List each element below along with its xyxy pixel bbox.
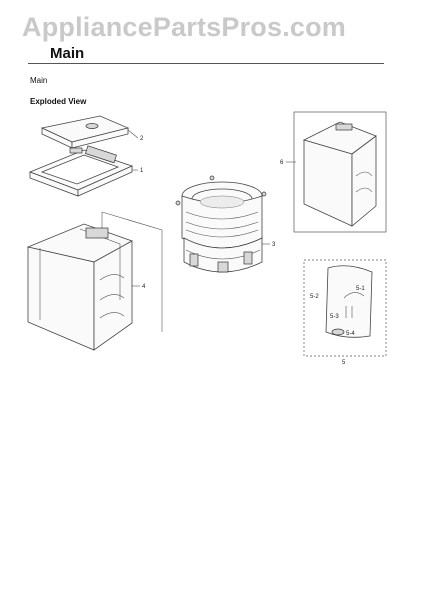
- callout-5-2[interactable]: 5-2: [310, 294, 319, 300]
- part-washer-assembly[interactable]: [302, 121, 377, 227]
- section-label: Main: [30, 76, 48, 85]
- watermark-logo: AppliancePartsPros.com: [22, 12, 347, 42]
- callout-5-4[interactable]: 5-4: [346, 331, 355, 337]
- part-top-cover[interactable]: [40, 115, 130, 149]
- callout-6[interactable]: 6: [280, 160, 284, 166]
- exploded-view-heading: Exploded View: [30, 97, 87, 106]
- callout-5[interactable]: 5: [342, 360, 346, 366]
- callout-5-1[interactable]: 5-1: [356, 286, 365, 292]
- callout-4[interactable]: 4: [142, 284, 146, 290]
- page-title: Main: [50, 45, 85, 62]
- callout-1[interactable]: 1: [140, 168, 144, 174]
- part-top-panel[interactable]: [28, 145, 134, 197]
- callout-2[interactable]: 2: [140, 136, 144, 142]
- part-cabinet[interactable]: [26, 223, 133, 351]
- part-tub-assembly[interactable]: [175, 175, 267, 273]
- part-dispenser-assembly[interactable]: [325, 265, 373, 338]
- callout-3[interactable]: 3: [272, 242, 276, 248]
- header-rule: [28, 63, 384, 64]
- callout-5-3[interactable]: 5-3: [330, 314, 339, 320]
